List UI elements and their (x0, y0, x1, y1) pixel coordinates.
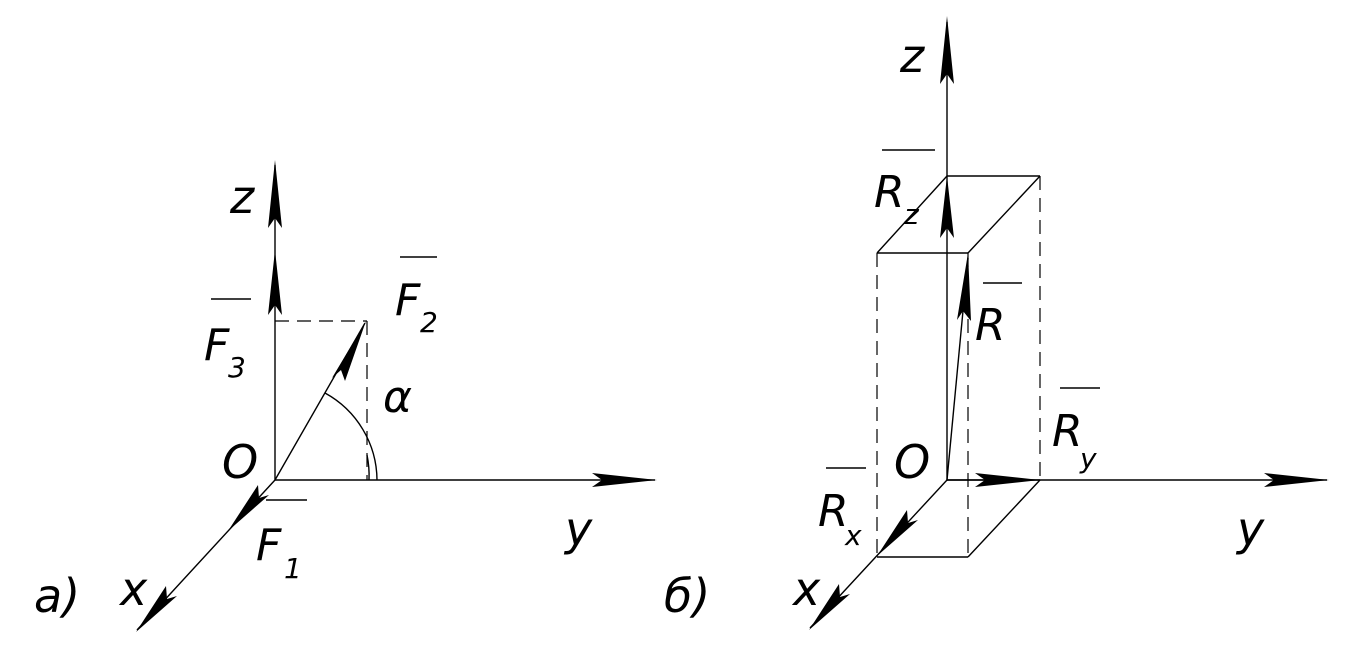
panel-a-f1-sub: 1 (284, 552, 302, 585)
panel-a-f1-arrow (228, 485, 269, 531)
panel-a-y-axis-arrow (592, 473, 657, 487)
panel-b-box-top-right (967, 175, 1041, 254)
panel-b-x-label: x (791, 562, 821, 616)
panel-b-caption: б) (664, 569, 710, 623)
panel-b-r-base: R (975, 300, 1006, 351)
panel-a-caption: a) (34, 569, 80, 623)
panel-b: z y x O б) R z R R y R x (664, 16, 1329, 630)
panel-a-f2-sub: 2 (420, 306, 438, 339)
panel-b-rz-arrow (940, 176, 954, 238)
panel-b-rx-label: R x (818, 467, 866, 552)
panel-b-rx-sub: x (844, 519, 862, 552)
panel-b-rx-arrow (877, 510, 918, 556)
panel-b-z-label: z (899, 29, 925, 83)
panel-b-y-label: y (1235, 502, 1265, 556)
panel-b-ry-label: R y (1052, 387, 1100, 475)
panel-b-box-bottom-right (967, 479, 1041, 558)
panel-a-angle-label: α (383, 372, 412, 423)
panel-a-x-label: x (118, 562, 148, 616)
panel-b-r-arrow (957, 253, 971, 321)
panel-b-x-axis-arrow (809, 584, 850, 630)
panel-a-f3-sub: 3 (228, 351, 246, 384)
panel-a-origin-label: O (222, 435, 258, 489)
panel-b-z-axis-arrow (940, 16, 954, 84)
panel-a-f2-base: F (395, 275, 421, 326)
panel-a-f2-arrow (332, 321, 366, 381)
panel-b-rz-sub: z (903, 198, 920, 231)
panel-a-f1-label: F 1 (256, 499, 307, 585)
panel-b-y-axis-arrow (1264, 473, 1329, 487)
panel-a-angle-arc (324, 392, 378, 481)
panel-b-box-top-left (876, 175, 948, 254)
panel-a-f1-base: F (256, 520, 282, 571)
panel-a-f2-label: F 2 (395, 256, 438, 339)
panel-b-ry-base: R (1052, 406, 1083, 457)
panel-b-rx-base: R (818, 486, 849, 537)
panel-b-rz-base: R (874, 167, 905, 218)
panel-b-r-label: R (975, 282, 1022, 351)
panel-a-z-axis-arrow (268, 160, 282, 228)
panel-a-f3-base: F (204, 320, 230, 371)
panel-a: z y x O a) α F 1 F 2 F 3 (34, 160, 657, 632)
panel-a-y-label: y (563, 502, 593, 556)
panel-a-f3-label: F 3 (204, 298, 251, 384)
panel-b-rz-label: R z (874, 149, 935, 231)
panel-a-angle-arc-inner (366, 454, 370, 481)
panel-a-z-label: z (229, 170, 255, 224)
panel-b-origin-label: O (894, 435, 930, 489)
panel-a-x-axis-arrow (136, 586, 177, 632)
panel-b-ry-sub: y (1079, 442, 1097, 475)
panel-a-f3-arrow (268, 250, 282, 315)
